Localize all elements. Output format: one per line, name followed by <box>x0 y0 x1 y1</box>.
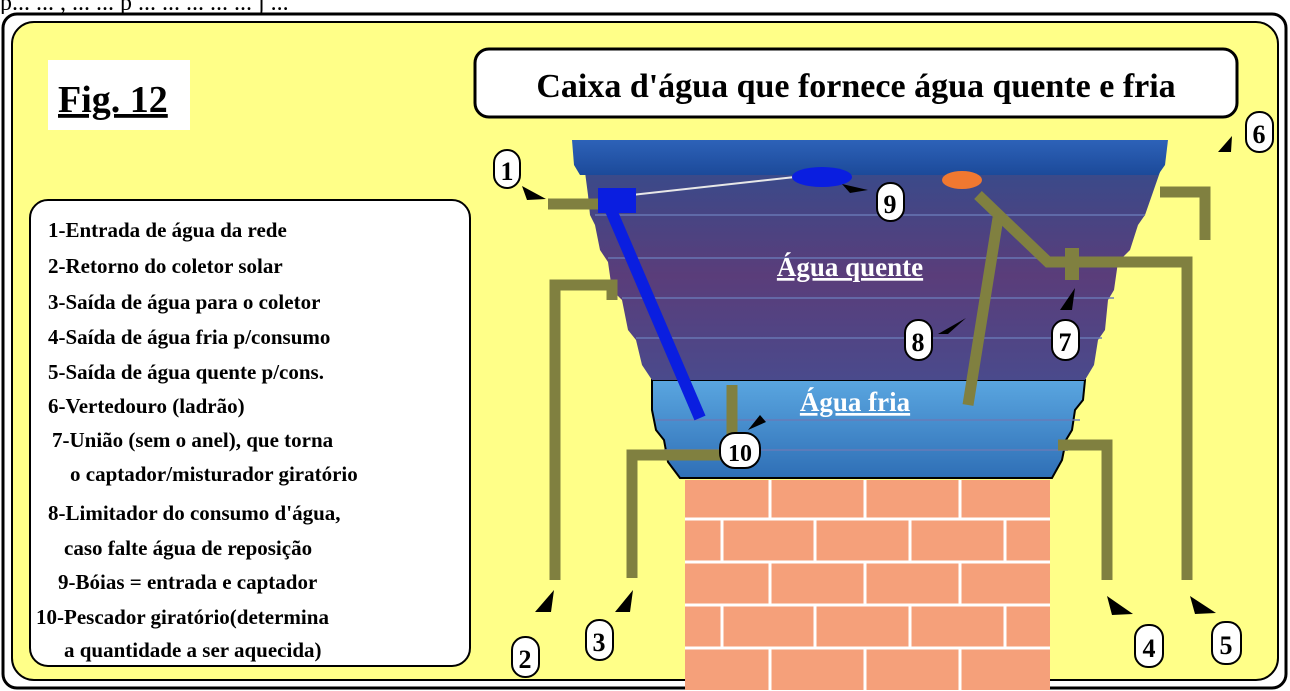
svg-text:6: 6 <box>1253 120 1266 149</box>
legend-item-8-cont: caso falte água de reposição <box>64 536 312 560</box>
svg-text:10: 10 <box>728 441 752 467</box>
legend: 1-Entrada de água da rede 2-Retorno do c… <box>36 218 358 662</box>
pipe-collector-return <box>549 279 618 580</box>
legend-item-6: 6-Vertedouro (ladrão) <box>48 394 245 418</box>
legend-box <box>29 199 471 667</box>
legend-item-10-cont: a quantidade a ser aquecida) <box>64 638 322 662</box>
legend-item-9: 9-Bóias = entrada e captador <box>58 570 317 594</box>
tank-rim <box>572 140 1168 175</box>
svg-text:5: 5 <box>1220 631 1233 660</box>
legend-item-8: 8-Limitador do consumo d'água, <box>48 501 341 525</box>
legend-item-2: 2-Retorno do coletor solar <box>48 254 283 278</box>
inlet-float-assembly <box>598 167 852 421</box>
callout-10: 10 <box>719 415 766 469</box>
diagram-title: Caixa d'água que fornece água quente e f… <box>536 68 1175 105</box>
callout-8: 8 <box>904 318 966 361</box>
callout-3: 3 <box>585 590 633 661</box>
pipe-hot-outlet <box>974 191 1193 580</box>
pipe-limiter <box>962 217 1004 406</box>
svg-text:8: 8 <box>912 328 925 357</box>
legend-item-7-cont: o captador/misturador giratório <box>70 462 358 486</box>
callout-7: 7 <box>1051 288 1080 361</box>
pipe-overflow <box>1160 186 1211 240</box>
svg-text:4: 4 <box>1143 634 1156 663</box>
figure-label: Fig. 12 <box>58 79 168 121</box>
figure-label-box <box>48 60 190 130</box>
legend-item-10: 10-Pescador giratório(determina <box>36 605 329 629</box>
legend-item-3: 3-Saída de água para o coletor <box>48 290 320 314</box>
svg-text:7: 7 <box>1059 328 1072 357</box>
callout-6: 6 <box>1218 111 1274 153</box>
callout-5: 5 <box>1190 596 1242 665</box>
pipe-cold-outlet <box>1058 439 1113 580</box>
brick-base <box>685 480 1050 691</box>
legend-item-1: 1-Entrada de água da rede <box>48 218 287 242</box>
callout-9: 9 <box>842 182 905 222</box>
callout-1: 1 <box>493 149 546 200</box>
svg-text:9: 9 <box>884 190 897 219</box>
cropped-text-line: p... ... , ... ... p ... ... ... ... ...… <box>0 0 289 14</box>
hot-water-label: Água quente <box>777 252 923 282</box>
svg-text:1: 1 <box>501 157 514 186</box>
title-box <box>473 47 1239 119</box>
callout-2: 2 <box>511 590 554 678</box>
cold-water-label: Água fria <box>800 387 911 417</box>
svg-text:2: 2 <box>519 645 532 674</box>
legend-item-5: 5-Saída de água quente p/cons. <box>48 360 324 384</box>
svg-text:3: 3 <box>593 628 606 657</box>
blue-float <box>792 167 852 187</box>
callout-4: 4 <box>1107 596 1164 668</box>
callouts: 1 2 3 4 5 6 7 <box>493 111 1274 678</box>
legend-item-4: 4-Saída de água fria p/consumo <box>48 325 330 349</box>
legend-item-7: 7-União (sem o anel), que torna <box>52 428 334 452</box>
orange-float <box>942 171 982 189</box>
